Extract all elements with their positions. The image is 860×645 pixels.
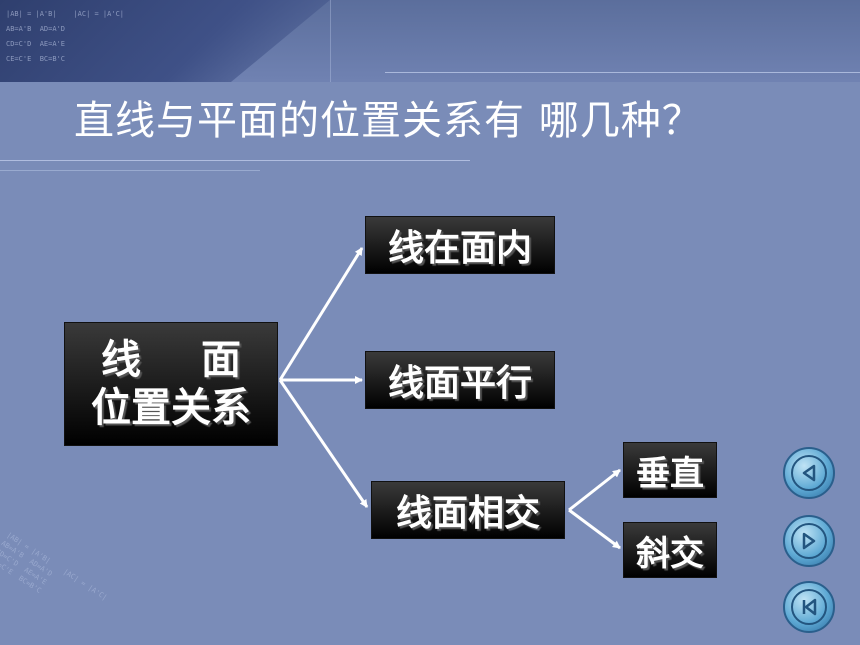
root-node-char-1: 线: [101, 337, 141, 383]
previous-slide-button[interactable]: [783, 447, 835, 499]
slide-title: 直线与平面的位置关系有 哪几种？: [74, 98, 703, 144]
branch-node-parallel: 线面平行: [365, 351, 555, 409]
triangle-left-icon: [802, 464, 816, 482]
root-node: 线面 位置关系: [64, 322, 278, 446]
connector-to-branch-3: [278, 379, 369, 508]
root-node-line2: 位置关系: [91, 385, 251, 431]
root-node-line1: 线面: [101, 336, 241, 384]
decor-line-under-title-2: [0, 170, 260, 171]
root-node-char-2: 面: [201, 337, 241, 383]
connector-to-branch-1: [278, 247, 364, 381]
first-slide-button[interactable]: [783, 581, 835, 633]
branch-node-in-plane: 线在面内: [365, 216, 555, 274]
decor-math-text: |AB| = |A'B| |AC| = |A'C| AB=A'B AD=A'D …: [6, 10, 125, 63]
branch-node-intersect: 线面相交: [371, 481, 565, 539]
next-slide-button[interactable]: [783, 515, 835, 567]
skip-to-start-icon: [802, 598, 817, 616]
decor-line-vertical: [330, 0, 331, 82]
decor-line-top: [385, 72, 860, 73]
connector-to-sub-2: [568, 508, 621, 550]
decor-line-under-title: [0, 160, 470, 161]
triangle-right-icon: [802, 532, 816, 550]
sub-node-perpendicular: 垂直: [623, 442, 717, 498]
sub-node-oblique: 斜交: [623, 522, 717, 578]
connector-to-sub-1: [568, 468, 621, 512]
